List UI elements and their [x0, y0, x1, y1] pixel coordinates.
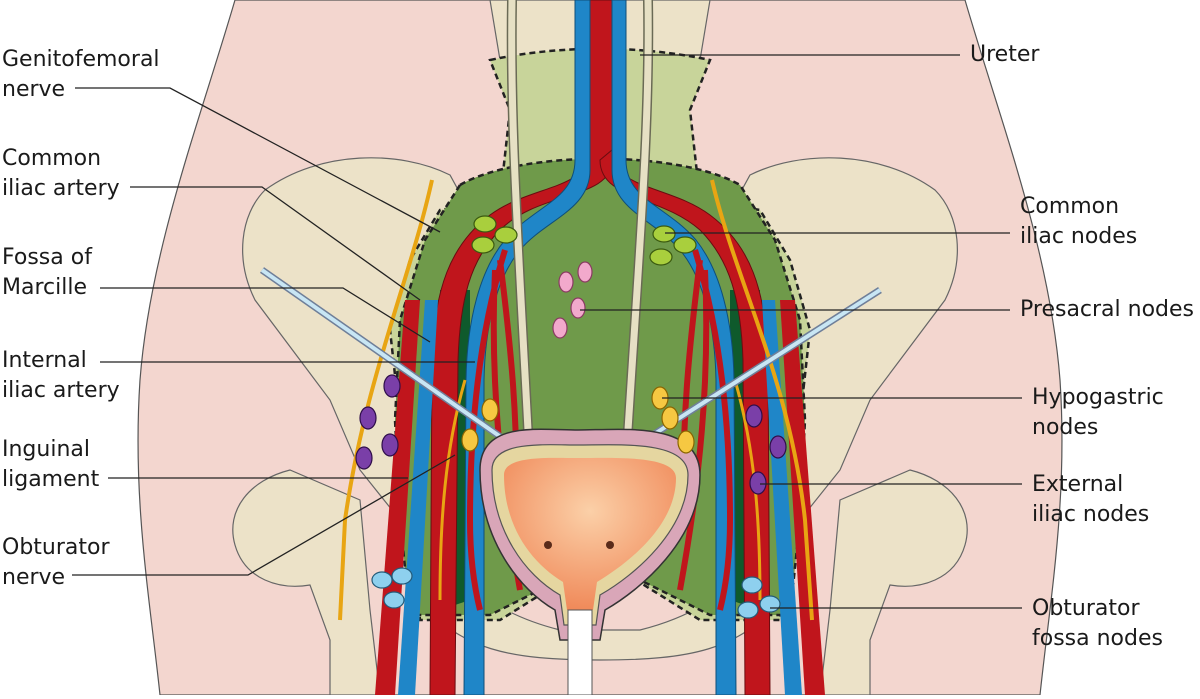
label-obturator-nerve: Obturator nerve [2, 533, 110, 593]
label-line: nerve [2, 565, 66, 590]
label-fossa-of-marcille: Fossa of Marcille [2, 243, 92, 303]
label-common-iliac-artery: Common iliac artery [2, 144, 120, 204]
label-line: iliac nodes [1020, 224, 1138, 249]
label-inguinal-ligament: Inguinal ligament [2, 435, 99, 495]
presacral-node-group [552, 261, 593, 339]
common-iliac-node-group-right [649, 225, 697, 266]
left-ureter-inner [508, 0, 532, 431]
left-inguinal-ligament-inner [260, 268, 507, 442]
label-line: Internal [2, 348, 87, 373]
label-line: Obturator [2, 535, 110, 560]
label-line: Genitofemoral [2, 47, 160, 72]
label-line: Inguinal [2, 437, 90, 462]
label-obturator-fossa-nodes: Obturator fossa nodes [1032, 594, 1163, 654]
label-line: Ureter [970, 42, 1040, 67]
label-line: Hypogastric [1032, 385, 1164, 410]
left-ureteric-orifice [544, 541, 552, 549]
label-line: iliac nodes [1032, 502, 1150, 527]
urethra [567, 609, 593, 696]
label-line: Presacral nodes [1020, 297, 1195, 322]
label-line: Marcille [2, 275, 87, 300]
right-vein [611, 0, 737, 696]
label-line: Common [1020, 194, 1120, 219]
label-line: fossa nodes [1032, 626, 1163, 651]
right-femur [819, 469, 968, 696]
label-external-iliac-nodes: External iliac nodes [1032, 470, 1149, 530]
hypogastric-node-group [461, 386, 695, 454]
left-external-vein [398, 300, 438, 695]
leader-lines [72, 54, 1022, 609]
right-external-vein [762, 300, 802, 695]
label-line: iliac artery [2, 176, 120, 201]
label-line: External [1032, 472, 1124, 497]
right-ureteric-orifice [606, 541, 614, 549]
right-ureter-inner [624, 0, 652, 431]
label-line: nerve [2, 77, 66, 102]
label-internal-iliac-artery: Internal iliac artery [2, 346, 120, 406]
external-iliac-node-group [355, 374, 787, 495]
label-line: iliac artery [2, 378, 120, 403]
common-iliac-node-group-left [471, 215, 518, 254]
label-common-iliac-nodes: Common iliac nodes [1020, 192, 1137, 252]
obturator-node-group [371, 567, 781, 619]
label-hypogastric-nodes: Hypogastric nodes [1032, 383, 1164, 443]
label-presacral-nodes: Presacral nodes [1020, 295, 1194, 325]
label-line: Fossa of [2, 245, 92, 270]
bladder-lumen [504, 457, 676, 610]
label-line: nodes [1032, 415, 1099, 440]
label-line: Obturator [1032, 596, 1140, 621]
label-line: Common [2, 146, 102, 171]
label-line: ligament [2, 467, 100, 492]
label-ureter: Ureter [970, 40, 1039, 70]
right-inguinal-ligament-inner [643, 288, 882, 442]
label-genitofemoral-nerve: Genitofemoral nerve [2, 45, 160, 105]
